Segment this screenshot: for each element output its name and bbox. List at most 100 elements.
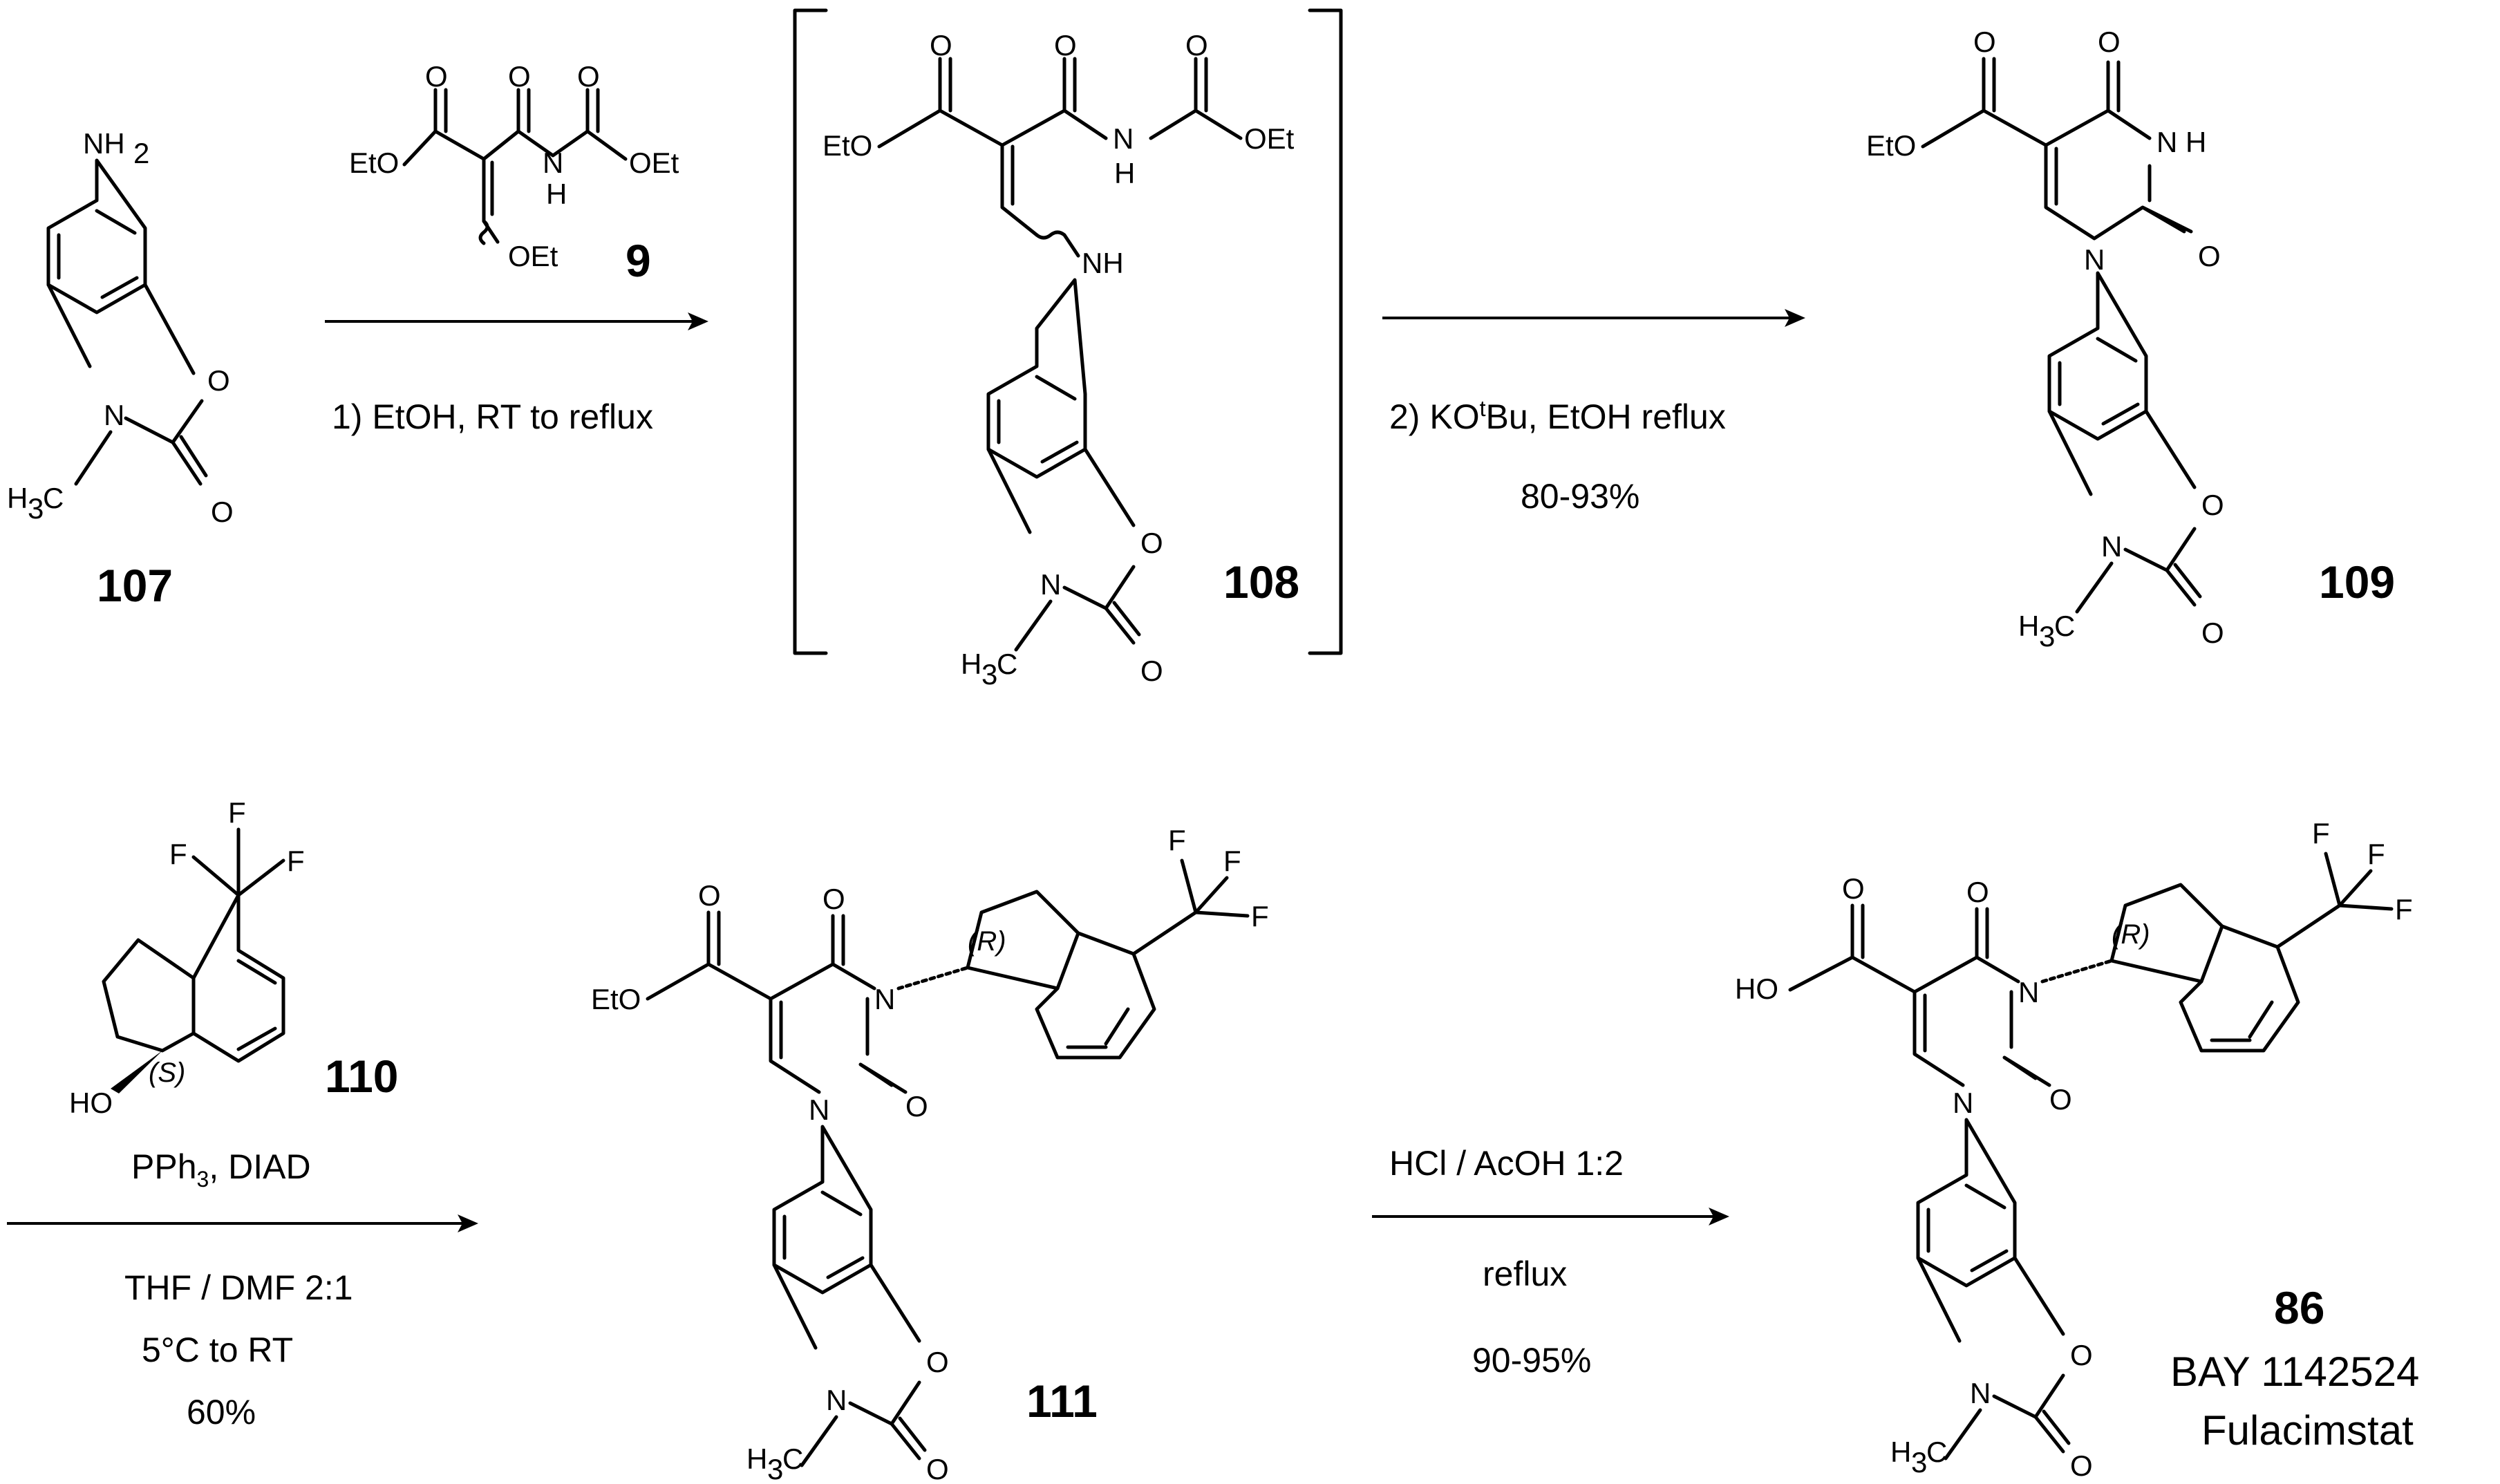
f-top-110: F [228, 796, 246, 829]
condition-step-4-reagent: HCl / AcOH 1:2 [1389, 1144, 1624, 1183]
right-bracket [1308, 8, 1343, 655]
benzene-ring-109 [2047, 271, 2148, 441]
compound-label-109: 109 [2319, 556, 2395, 608]
methyl-c-111: C [782, 1443, 803, 1475]
benzene-inner-86 [1926, 1183, 2009, 1272]
f-bottom-86: F [2395, 893, 2413, 926]
condition-step-3-reagent: PPh3, DIAD [131, 1147, 311, 1192]
benzene-ring-86 [1916, 1118, 2017, 1288]
cf3-bonds-111 [1180, 858, 1250, 918]
ring-n-109: N [2084, 243, 2105, 276]
oxygen-109c: O [2198, 240, 2221, 272]
condition-step-1: 1) EtOH, RT to reflux [332, 397, 653, 436]
ester-label-9: EtO [349, 147, 399, 179]
f-right-111: F [1223, 845, 1241, 877]
compound-label-107: 107 [97, 560, 173, 611]
oxygen-86a: O [1842, 872, 1865, 905]
pyrimidine-bonds-109 [1921, 57, 2193, 241]
f-right-110: F [287, 845, 305, 877]
amino-group-label: NH [83, 127, 125, 160]
methyl-sub-111: 3 [767, 1453, 783, 1484]
arrow-head-2 [1785, 309, 1805, 327]
nh-h-9: H [546, 178, 567, 210]
oxygen-109a: O [2098, 26, 2121, 58]
f-right-86: F [2367, 838, 2385, 870]
oxygen-111c: O [905, 1090, 928, 1123]
cf3-bonds-86 [2324, 852, 2394, 911]
carbonyl-oxygen-86: O [2070, 1449, 2093, 1482]
oet-108: OEt [1244, 122, 1295, 155]
ring-oxygen-111: O [926, 1346, 949, 1378]
benzene-inner-108 [997, 375, 1079, 464]
oxygen-86c: O [2049, 1083, 2072, 1116]
condition-step-2: 2) KOtBu, EtOH reflux [1389, 396, 1726, 436]
imide-h-108: H [1114, 157, 1135, 189]
methyl-h-108: H [961, 648, 981, 680]
compound-label-108: 108 [1223, 556, 1299, 608]
f-top-86: F [2312, 817, 2330, 849]
oxazolone-ring-107 [46, 283, 196, 375]
methyl-h-109: H [2018, 610, 2039, 642]
f-bottom-111: F [1251, 900, 1269, 932]
carbonyl-oxygen-107: O [211, 496, 234, 528]
left-bracket [793, 8, 828, 655]
f-top-111: F [1168, 824, 1186, 856]
yield-step-2: 80-93% [1521, 477, 1639, 516]
pyrimidine-bonds-111 [646, 910, 908, 1094]
methyl-sub-108: 3 [981, 658, 997, 691]
wavy-bond-9 [478, 219, 489, 245]
ring-nitrogen-108: N [1040, 568, 1061, 601]
oet-9: OEt [629, 147, 679, 179]
wavy-bond-108 [1035, 230, 1080, 258]
compound-label-110: 110 [325, 1051, 398, 1102]
oxygen-108c: O [1185, 29, 1208, 62]
ring-oxygen-109: O [2201, 489, 2224, 521]
bonds-9 [402, 88, 628, 244]
ring-nitrogen-109: N [2101, 530, 2122, 563]
imide-n-108: N [1113, 122, 1134, 155]
compound-label-9: 9 [626, 235, 651, 286]
oxygen-9c: O [577, 60, 600, 93]
nh-109: N H [2156, 126, 2206, 158]
methyl-h-86: H [1890, 1436, 1911, 1468]
ring-n3-86: N [2018, 976, 2039, 1008]
n-methyl-bond-107 [74, 430, 113, 486]
oxazolone-ring-109 [2047, 409, 2202, 614]
methyl-c-86: C [1926, 1436, 1947, 1468]
oxazolone-ring-108 [986, 447, 1141, 652]
ring-oxygen-108: O [1140, 527, 1163, 559]
ring-n1-86: N [1953, 1087, 1973, 1119]
methyl-h-111: H [746, 1443, 767, 1475]
amine-nh-108: NH [1082, 247, 1124, 279]
benzene-inner-bonds-107 [57, 209, 139, 299]
benzene-inner-111 [782, 1190, 865, 1279]
oxazolone-ring-111 [772, 1263, 927, 1467]
methyl-sub-107: 3 [28, 492, 44, 525]
methyl-c-108: C [997, 648, 1017, 680]
methyl-sub-86: 3 [1911, 1446, 1927, 1478]
product-code: BAY 1142524 [2170, 1349, 2419, 1395]
indane-bonds-110 [102, 827, 285, 1063]
wedge-bond-110 [111, 1051, 162, 1093]
bonds-108-top [877, 57, 1243, 237]
stereo-s-110: (S) [149, 1058, 185, 1088]
oxygen-111b: O [823, 883, 845, 915]
carbonyl-bonds-107 [124, 399, 208, 486]
molecule-107: NH 2 O N O H 3 C 107 [7, 127, 234, 611]
arrow-head-3 [458, 1214, 478, 1232]
ring-oxygen-107: O [207, 364, 230, 397]
f-left-110: F [169, 838, 187, 870]
carbonyl-oxygen-108: O [1140, 655, 1163, 687]
hashed-bond-86 [2040, 959, 2114, 984]
molecule-109: EtO O O N H O N O N O H 3 C 109 [1866, 26, 2395, 652]
methyl-sub-109: 3 [2039, 620, 2055, 652]
molecule-86: HO O O N O N (R) F F F O N O H 3 C 86 BA… [1735, 817, 2419, 1482]
oxazolone-ring-86 [1916, 1256, 2071, 1460]
indane-bonds-111 [966, 890, 1198, 1060]
ester-label-108: EtO [823, 129, 872, 162]
arrow-step-3 [7, 1214, 478, 1232]
molecule-111: EtO O O N O N (R) F F F O N O H 3 C 111 [591, 824, 1269, 1484]
ring-nitrogen-86: N [1970, 1377, 1991, 1409]
ester-label-109: EtO [1866, 129, 1916, 162]
